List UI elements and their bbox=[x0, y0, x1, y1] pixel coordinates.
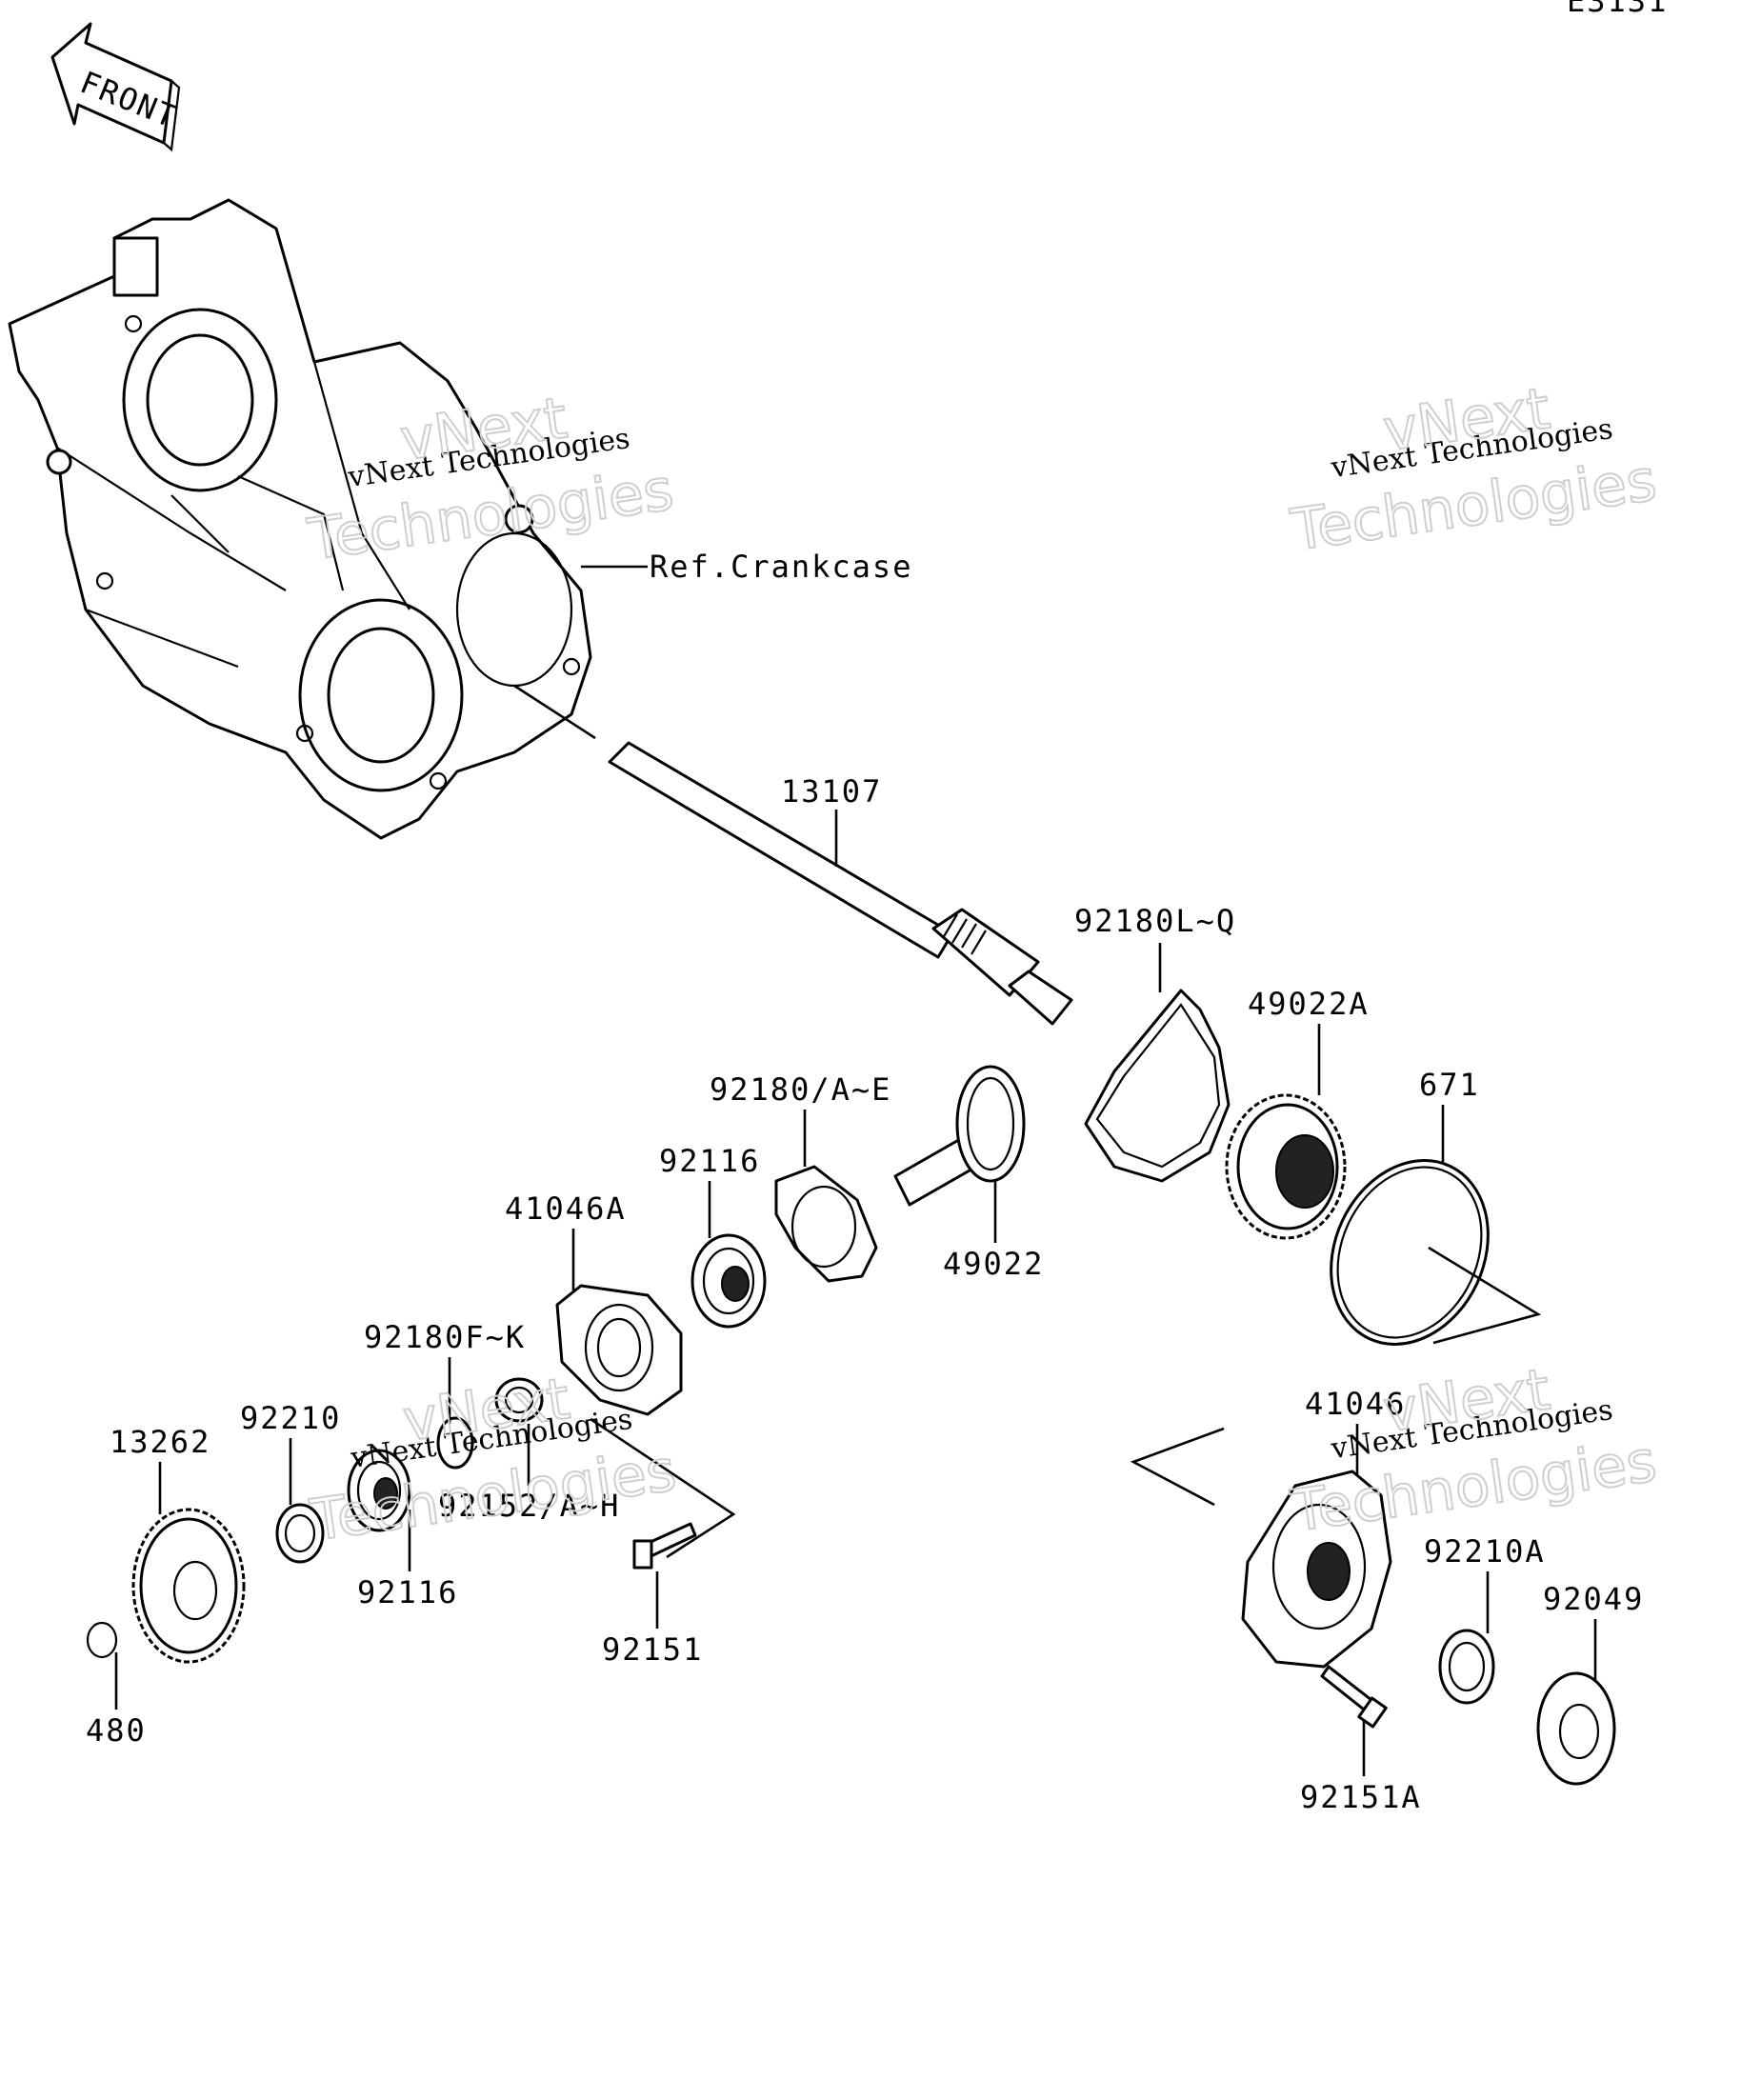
part-49022-bevel-gear bbox=[893, 1065, 1026, 1207]
part-92180LQ-gasket bbox=[1084, 989, 1231, 1183]
part-92049-seal bbox=[1536, 1671, 1616, 1786]
label-92210: 92210 bbox=[240, 1400, 341, 1436]
label-92049: 92049 bbox=[1543, 1581, 1644, 1617]
label-92152AH: 92152/A~H bbox=[438, 1488, 620, 1524]
label-92180LQ: 92180L~Q bbox=[1074, 903, 1236, 939]
part-49022A-gear bbox=[1225, 1093, 1347, 1240]
part-92180AE-gasket bbox=[774, 1165, 878, 1283]
part-92180FK-washer bbox=[436, 1416, 474, 1470]
part-41046A-housing bbox=[555, 1284, 683, 1416]
part-92151-bolt bbox=[632, 1522, 697, 1570]
part-41046-housing bbox=[1241, 1470, 1392, 1669]
label-480: 480 bbox=[86, 1712, 147, 1749]
part-92152AH-collar bbox=[494, 1377, 544, 1423]
label-13262: 13262 bbox=[110, 1424, 210, 1460]
label-49022: 49022 bbox=[943, 1246, 1044, 1282]
part-13262-gear bbox=[131, 1508, 246, 1664]
label-49022A: 49022A bbox=[1248, 986, 1370, 1022]
crankcase-drawing bbox=[8, 198, 592, 840]
label-92180FK: 92180F~K bbox=[364, 1319, 526, 1355]
part-92116-bearing-lower bbox=[347, 1449, 411, 1532]
front-arrow-icon: FRONT bbox=[50, 22, 183, 152]
part-480-circlip bbox=[86, 1621, 118, 1659]
label-92210A: 92210A bbox=[1424, 1533, 1546, 1570]
part-671-o-ring bbox=[1330, 1159, 1490, 1346]
label-92151A: 92151A bbox=[1300, 1779, 1422, 1815]
reference-label: Ref.Crankcase bbox=[650, 549, 912, 585]
label-92180AE: 92180/A~E bbox=[710, 1071, 891, 1108]
part-92151A-bolt bbox=[1320, 1665, 1388, 1729]
label-671: 671 bbox=[1419, 1067, 1480, 1103]
label-92116-lower: 92116 bbox=[357, 1574, 458, 1610]
watermark-top-right: vNext Technologies vNext Technologies bbox=[1286, 374, 1661, 565]
label-92151: 92151 bbox=[602, 1631, 703, 1668]
label-41046: 41046 bbox=[1305, 1386, 1406, 1422]
part-92210-seal bbox=[275, 1503, 325, 1564]
part-92210A-seal bbox=[1438, 1629, 1495, 1705]
part-13107-shaft bbox=[608, 741, 1073, 1026]
diagram-code: E3131 bbox=[1567, 0, 1668, 19]
part-92116-bearing-upper bbox=[690, 1233, 767, 1329]
label-13107: 13107 bbox=[781, 773, 882, 810]
label-92116-upper: 92116 bbox=[659, 1143, 760, 1179]
watermark-bottom-right: vNext Technologies vNext Technologies bbox=[1286, 1355, 1661, 1546]
label-41046A: 41046A bbox=[505, 1190, 627, 1227]
